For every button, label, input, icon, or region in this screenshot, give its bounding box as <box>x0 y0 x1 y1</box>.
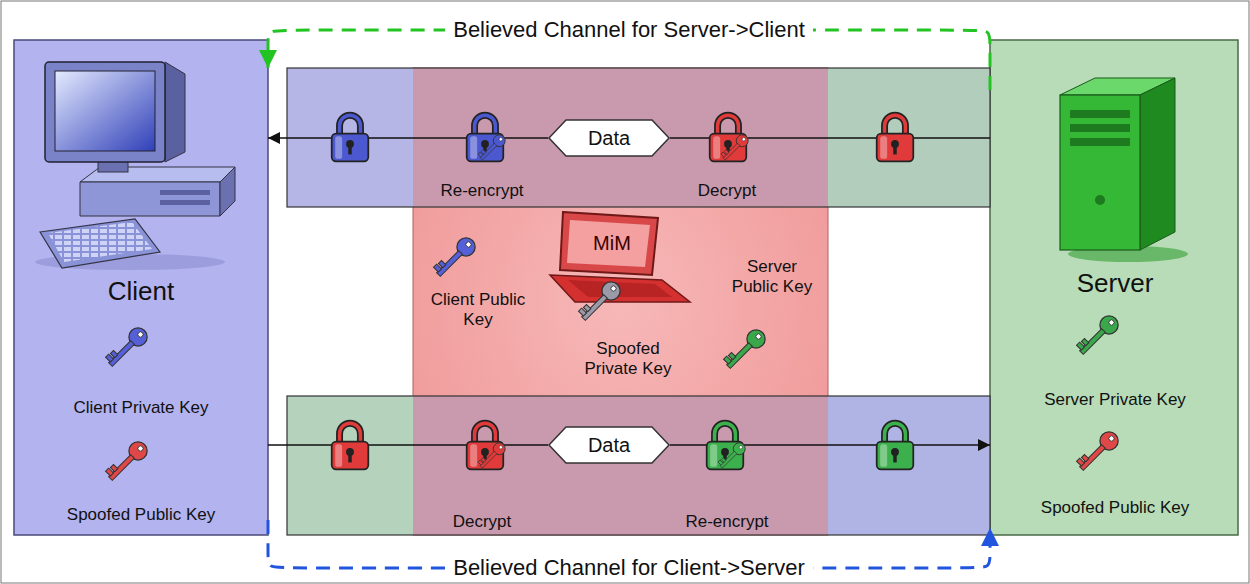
channel-label: Believed Channel for Server->Client <box>445 17 813 43</box>
key-icon <box>577 278 624 325</box>
channel-band <box>287 396 990 535</box>
key-label: Spoofed Public Key <box>67 505 215 525</box>
key-icon <box>722 326 769 373</box>
data-line <box>268 444 548 446</box>
operation-label: Re-encrypt <box>440 181 523 201</box>
client-panel: ClientClient Private KeySpoofed Public K… <box>14 40 268 535</box>
client-panel <box>14 40 268 535</box>
panel-title: Server <box>1077 268 1154 299</box>
lock-icon <box>332 423 369 469</box>
key-label: Spoofed Private Key <box>568 339 688 380</box>
data-arrow <box>670 444 990 446</box>
key-icon <box>1075 312 1122 359</box>
hexagon-shape <box>549 120 669 156</box>
operation-label: Decrypt <box>453 512 512 532</box>
mim-panel: DataDataClient Public KeyMiMSpoofed Priv… <box>413 68 828 535</box>
mim-panel <box>413 68 828 535</box>
server-panel: ServerServer Private KeySpoofed Public K… <box>990 40 1238 535</box>
server-panel <box>990 40 1238 535</box>
operation-label: Decrypt <box>698 181 757 201</box>
channel-band <box>287 68 990 207</box>
data-line <box>670 137 990 139</box>
lock-icon <box>710 115 751 163</box>
operation-label: Re-encrypt <box>685 512 768 532</box>
laptop-icon <box>550 212 690 302</box>
key-label: Client Private Key <box>73 398 208 418</box>
key-icon <box>104 324 151 371</box>
data-hexagon: Data <box>548 119 670 157</box>
data-label: Data <box>588 433 630 457</box>
key-label: Server Private Key <box>1044 390 1186 410</box>
server-icon <box>1060 78 1188 262</box>
lock-icon <box>332 115 369 161</box>
panel-title: Client <box>108 276 174 307</box>
key-label: Spoofed Public Key <box>1041 498 1189 518</box>
data-label: Data <box>588 126 630 150</box>
computer-icon <box>35 62 235 270</box>
key-icon <box>1075 428 1122 475</box>
key-label: Client Public Key <box>428 290 528 331</box>
lock-icon <box>467 423 508 471</box>
hexagon-shape <box>549 427 669 463</box>
channel-label: Believed Channel for Client->Server <box>445 555 813 581</box>
key-label: Server Public Key <box>722 257 822 298</box>
key-icon <box>432 234 479 281</box>
mim-label: MiM <box>593 231 631 255</box>
data-hexagon: Data <box>548 426 670 464</box>
lock-icon <box>707 423 748 471</box>
lock-icon <box>467 115 508 163</box>
lock-icon <box>877 115 914 161</box>
data-arrow <box>268 137 548 139</box>
key-icon <box>104 438 151 485</box>
lock-icon <box>877 423 914 469</box>
